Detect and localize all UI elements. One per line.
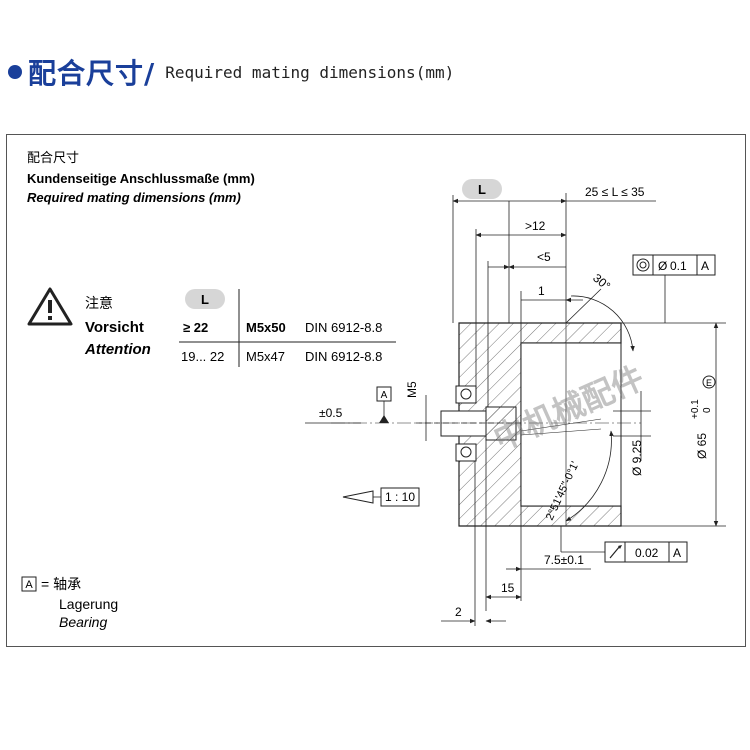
label-en: Required mating dimensions (mm) xyxy=(27,190,241,205)
dim-lt5: <5 xyxy=(537,250,551,264)
dim-L-label: L xyxy=(478,182,486,197)
bearing-ref-letter: A xyxy=(25,579,33,591)
table-row1-std: DIN 6912-8.8 xyxy=(305,320,382,335)
table-row1-range: ≥ 22 xyxy=(183,320,208,335)
dim-L-range: 25 ≤ L ≤ 35 xyxy=(585,185,645,199)
drawing-frame: 配合尺寸 Kundenseitige Anschlussmaße (mm) Re… xyxy=(6,134,746,647)
table-row1-screw: M5x50 xyxy=(246,320,286,335)
dim-m5: M5 xyxy=(405,381,419,398)
bullet-dot-icon xyxy=(8,65,22,79)
dim-gt12: >12 xyxy=(525,219,546,233)
dim-d65-tol-bot: 0 xyxy=(702,407,713,413)
warning-en: Attention xyxy=(84,341,151,358)
envelope-letter: E xyxy=(706,378,712,388)
dim-d65: Ø 65 xyxy=(695,433,709,459)
header-title-en: Required mating dimensions(mm) xyxy=(165,62,455,82)
runout-frame: 0.02 A xyxy=(604,541,688,563)
taper-ratio-box xyxy=(380,487,420,507)
page-header: 配合尺寸/ Required mating dimensions(mm) xyxy=(8,52,454,92)
dim-angle30: 30° xyxy=(590,271,613,294)
envelope-requirement-icon xyxy=(702,375,716,389)
label-de: Kundenseitige Anschlussmaße (mm) xyxy=(27,171,255,186)
bearing-de: Lagerung xyxy=(59,596,118,612)
ref-a-letter: A xyxy=(381,390,388,401)
dim-L-badge xyxy=(462,179,502,199)
bearing-ref-box xyxy=(21,576,37,592)
runout-tolerance: 0.02 xyxy=(635,546,659,560)
concentricity-frame: Ø 0.1 A xyxy=(632,254,716,276)
dim-d925: Ø 9.25 xyxy=(630,440,644,476)
dim-d75: 7.5±0.1 xyxy=(544,553,584,567)
table-row2-std: DIN 6912-8.8 xyxy=(305,349,382,364)
table-row2-range: 19... 22 xyxy=(181,349,224,364)
conc-tolerance: 0.1 xyxy=(670,259,687,273)
warning-icon xyxy=(27,287,73,326)
dim-d65-tol-top: +0.1 xyxy=(690,399,701,419)
bearing-screw-assembly xyxy=(416,385,521,462)
header-title-cn: 配合尺寸/ xyxy=(28,57,156,90)
dim-pm05: ±0.5 xyxy=(319,406,343,420)
bearing-cn: = 轴承 xyxy=(41,576,81,592)
svg-text:Ø: Ø xyxy=(658,259,667,273)
table-row2-screw: M5x47 xyxy=(246,349,285,364)
mating-dimensions-drawing: 配合尺寸 Kundenseitige Anschlussmaße (mm) Re… xyxy=(21,150,726,630)
table-header-L: L xyxy=(201,292,209,307)
runout-ref: A xyxy=(673,546,681,560)
warning-de: Vorsicht xyxy=(85,319,144,336)
dim-one: 1 xyxy=(538,284,545,298)
label-cn: 配合尺寸 xyxy=(27,150,79,165)
table-header-badge xyxy=(185,289,225,309)
warning-cn: 注意 xyxy=(85,295,113,311)
conc-ref: A xyxy=(701,259,709,273)
dim-d2: 2 xyxy=(455,605,462,619)
dim-ratio: 1 : 10 xyxy=(385,490,415,504)
bearing-en: Bearing xyxy=(59,614,107,630)
dim-d15: 15 xyxy=(501,581,515,595)
